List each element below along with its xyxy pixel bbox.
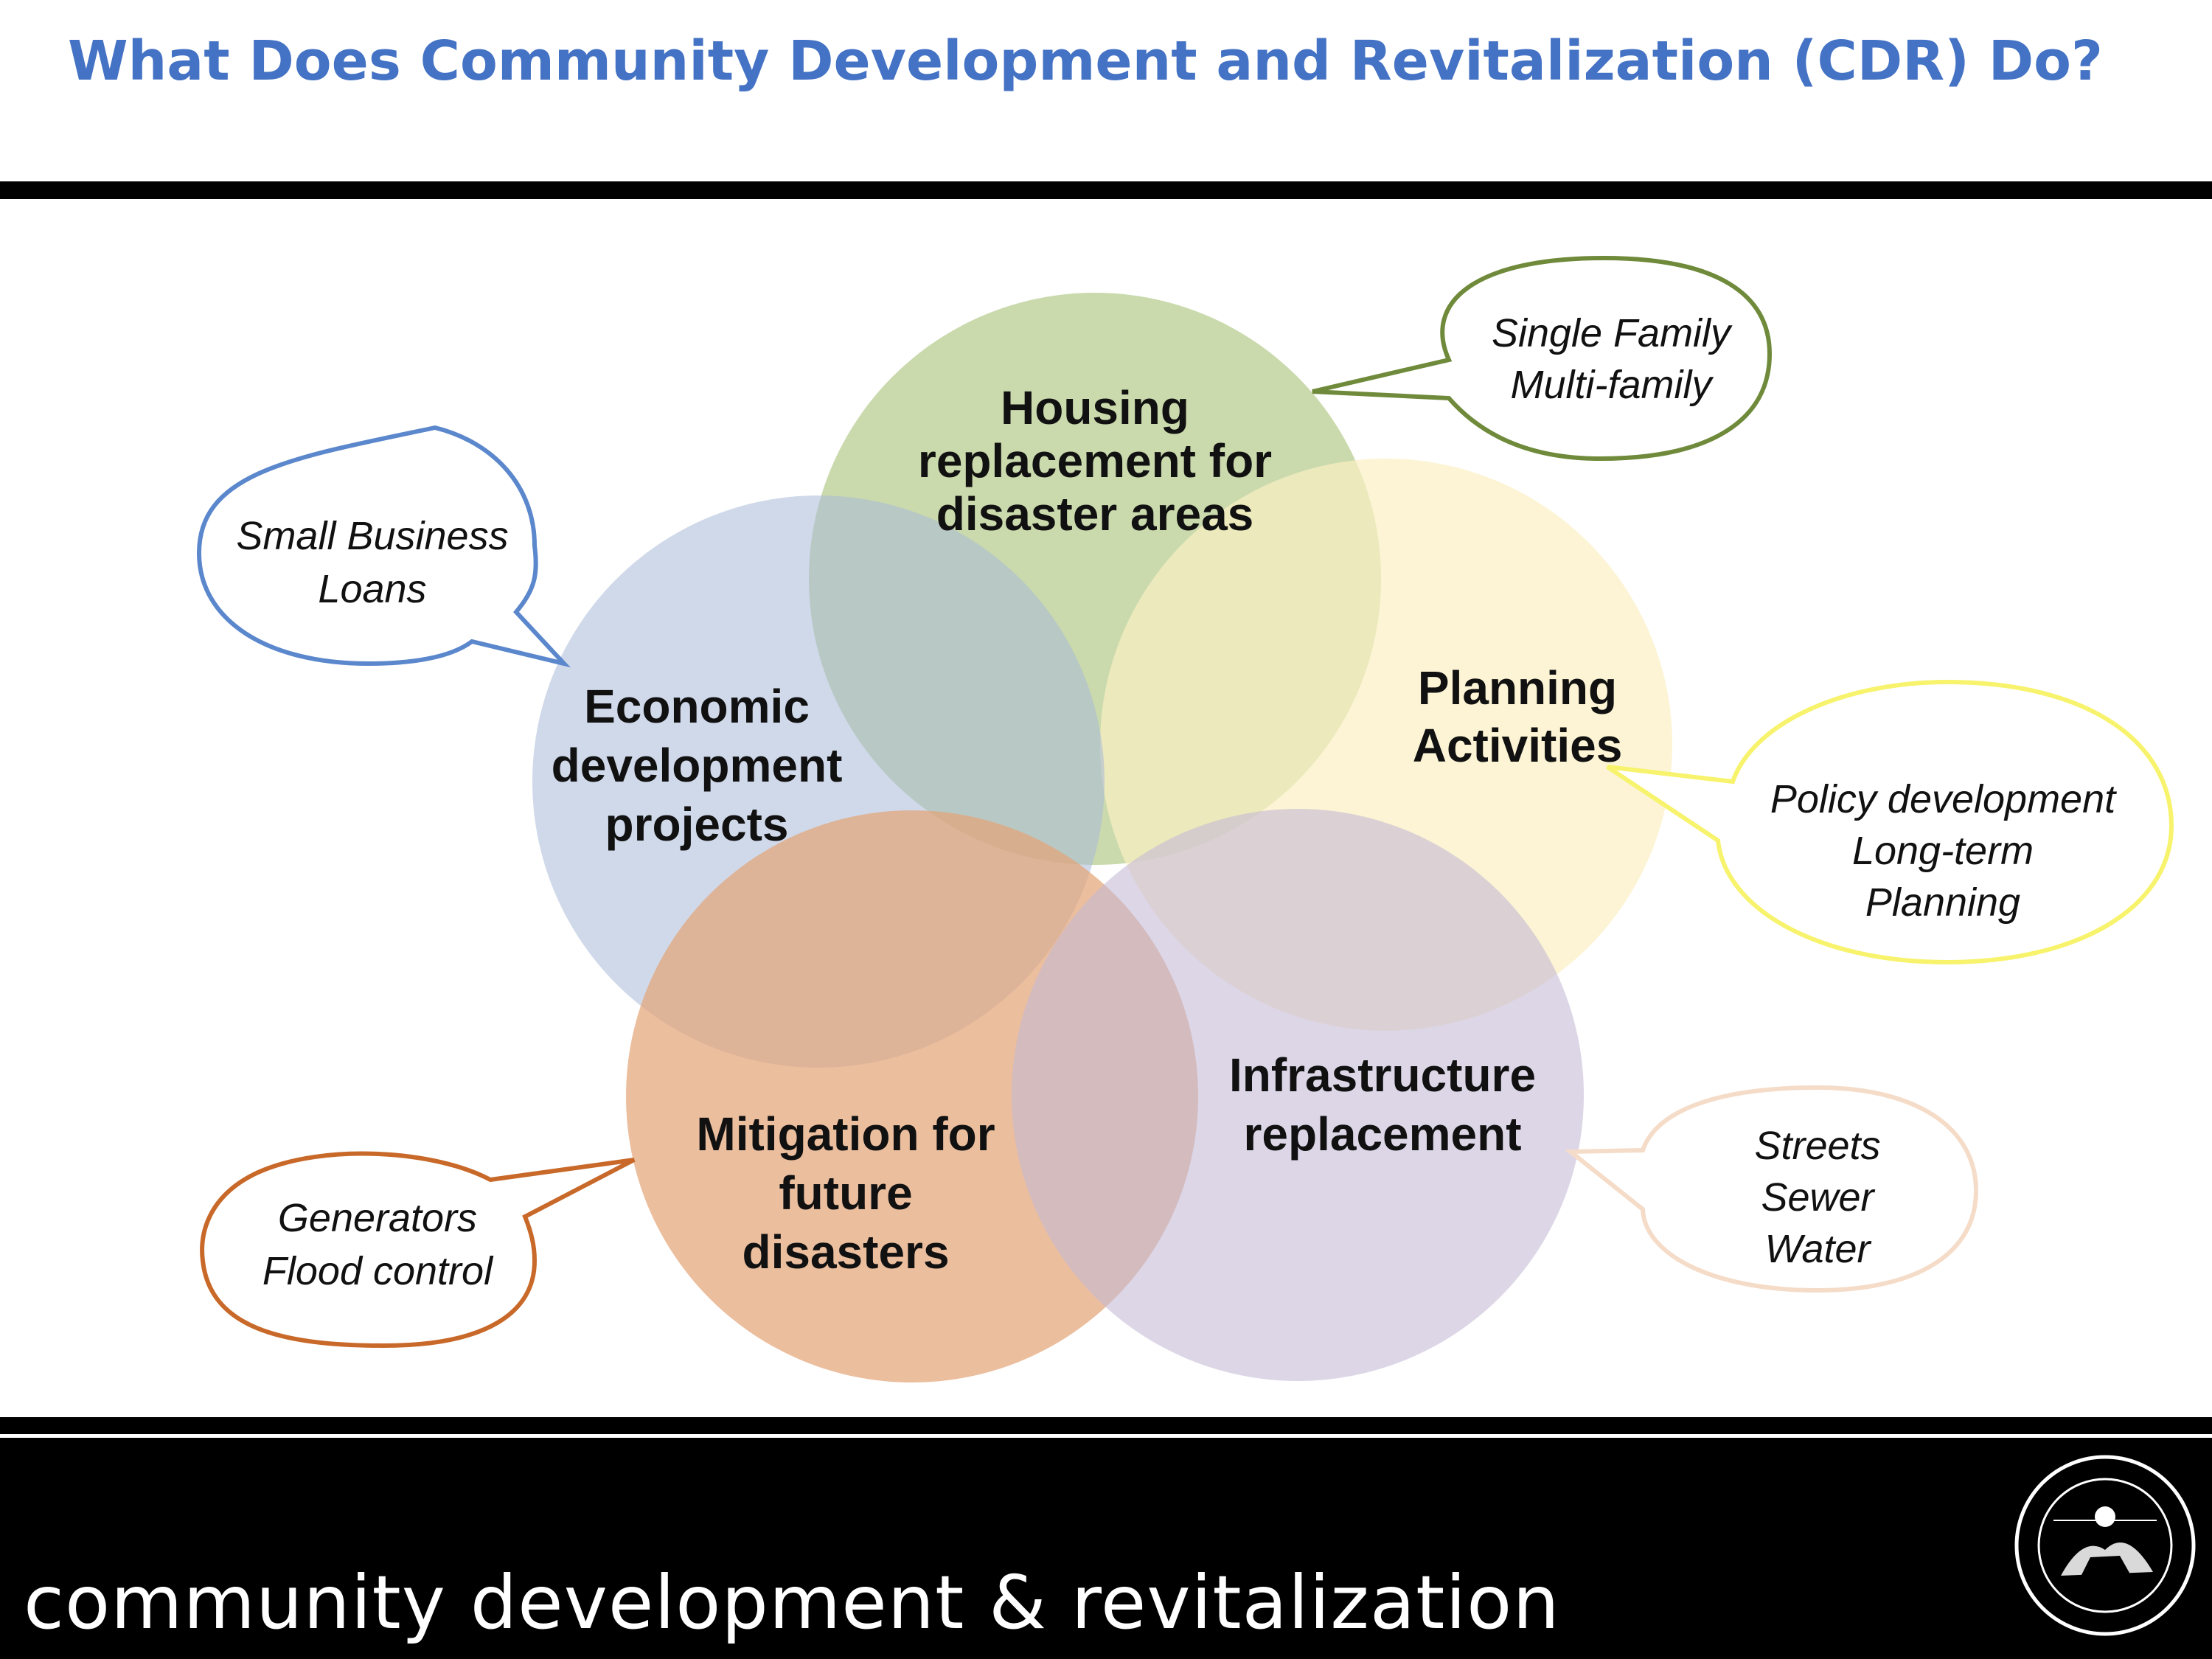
infrastructure-label-line-2: replacement bbox=[1243, 1107, 1521, 1161]
texas-glo-seal-logo bbox=[2009, 1447, 2201, 1644]
planning-types-text-line-2: Long-term bbox=[1852, 829, 2034, 873]
economic-label-line-3: projects bbox=[605, 798, 789, 851]
mitigation-label-line-3: disasters bbox=[742, 1225, 949, 1279]
infrastructure-types-text-line-1: Streets bbox=[1754, 1124, 1880, 1168]
housing-label-line-1: Housing bbox=[1001, 381, 1189, 434]
footer-band bbox=[0, 1417, 2212, 1659]
economic-label-line-2: development bbox=[552, 739, 843, 792]
housing-label-line-2: replacement for bbox=[918, 434, 1272, 487]
business-loans-text-line-1: Small Business bbox=[236, 514, 508, 558]
housing-label-line-3: disaster areas bbox=[936, 487, 1254, 540]
infrastructure-circle bbox=[1012, 809, 1584, 1381]
infrastructure-types-text-line-2: Sewer bbox=[1761, 1175, 1875, 1220]
planning-types-text-line-1: Policy development bbox=[1770, 777, 2117, 821]
infrastructure-callout-bubble bbox=[1564, 1085, 1979, 1293]
housing-types-text-line-1: Single Family bbox=[1492, 311, 1733, 355]
mitigation-label-line-2: future bbox=[779, 1166, 912, 1220]
page-title: What Does Community Development and Revi… bbox=[68, 29, 2103, 93]
business-loans-text-line-2: Loans bbox=[318, 567, 426, 611]
business-callout-bubble bbox=[196, 425, 571, 668]
planning-callout-bubble bbox=[1606, 679, 2174, 965]
economic-label-line-1: Economic bbox=[584, 680, 810, 733]
footer-caption: community development & revitalization bbox=[24, 1559, 1560, 1646]
housing-types-text-line-2: Multi-family bbox=[1510, 363, 1714, 407]
footer-divider-line bbox=[0, 1434, 2212, 1438]
title-divider-bar bbox=[0, 181, 2212, 199]
infrastructure-types-text-line-3: Water bbox=[1764, 1227, 1871, 1271]
mitigation-label-line-1: Mitigation for bbox=[696, 1107, 995, 1161]
mitigation-types-text-line-1: Generators bbox=[278, 1196, 477, 1240]
mitigation-callout-bubble bbox=[200, 1151, 636, 1349]
infrastructure-label-line-1: Infrastructure bbox=[1229, 1048, 1536, 1102]
housing-callout-bubble bbox=[1312, 255, 1773, 462]
planning-label-line-1: Planning bbox=[1418, 661, 1617, 714]
planning-types-text-line-3: Planning bbox=[1865, 880, 2020, 925]
mitigation-types-text-line-2: Flood control bbox=[262, 1249, 494, 1293]
planning-label-line-2: Activities bbox=[1413, 719, 1623, 772]
